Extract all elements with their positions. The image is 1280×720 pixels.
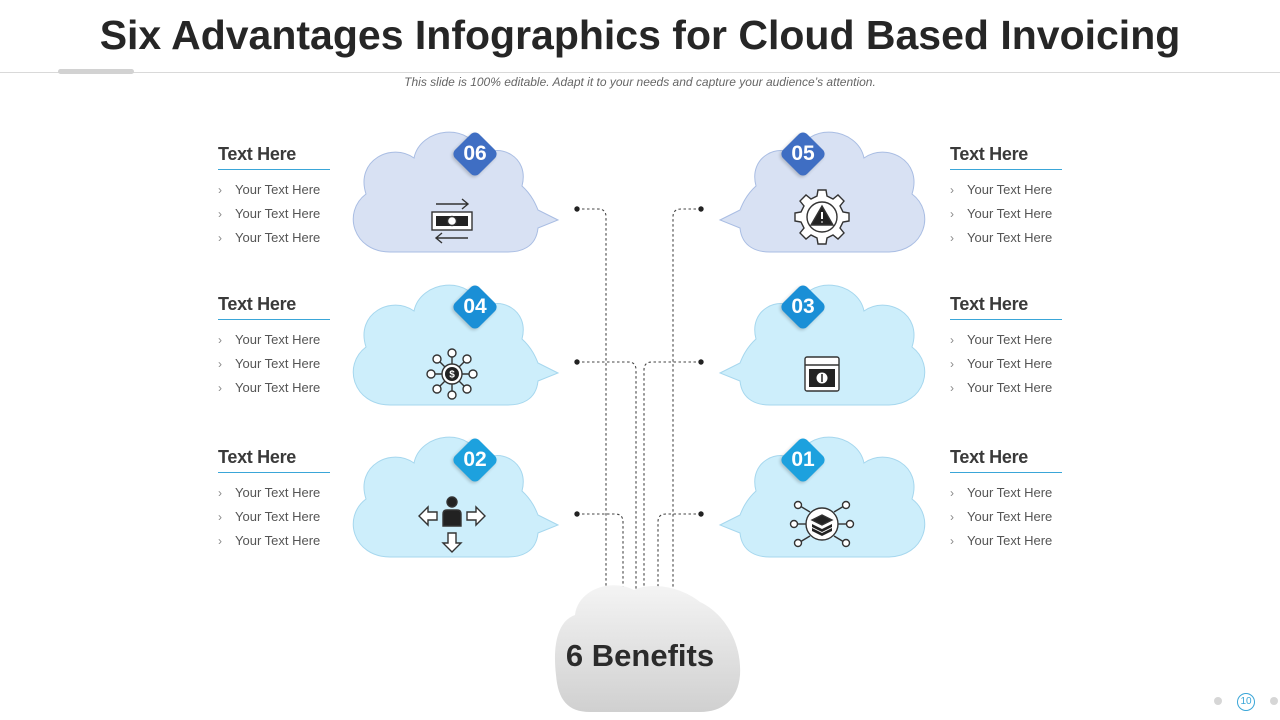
bullet-list: Your Text Here Your Text Here Your Text … bbox=[218, 178, 358, 250]
person-arrows-icon bbox=[418, 496, 486, 553]
badge-05: 05 bbox=[778, 129, 828, 179]
bullet-item: Your Text Here bbox=[950, 505, 1090, 529]
center-benefits-label: 6 Benefits bbox=[565, 638, 715, 673]
center-cloud bbox=[554, 585, 741, 712]
bullet-item: Your Text Here bbox=[218, 178, 358, 202]
connector-02 bbox=[577, 513, 624, 590]
page-number: 10 bbox=[1237, 693, 1255, 711]
bullet-item: Your Text Here bbox=[218, 376, 358, 400]
badge-06: 06 bbox=[450, 129, 500, 179]
gear-warning-icon bbox=[794, 189, 850, 245]
bullet-list: Your Text Here Your Text Here Your Text … bbox=[218, 481, 358, 553]
bullet-item: Your Text Here bbox=[950, 481, 1090, 505]
bullet-list: Your Text Here Your Text Here Your Text … bbox=[950, 481, 1090, 553]
bullet-item: Your Text Here bbox=[218, 226, 358, 250]
bullet-item: Your Text Here bbox=[218, 202, 358, 226]
badge-03: 03 bbox=[778, 282, 828, 332]
slide-subtitle: This slide is 100% editable. Adapt it to… bbox=[404, 75, 876, 89]
bullet-item: Your Text Here bbox=[950, 376, 1090, 400]
card-heading: Text Here bbox=[218, 447, 330, 473]
bullet-item: Your Text Here bbox=[950, 202, 1090, 226]
bullet-item: Your Text Here bbox=[218, 529, 358, 553]
connector-dots bbox=[574, 206, 704, 517]
svg-text:$: $ bbox=[449, 370, 455, 381]
bullet-item: Your Text Here bbox=[218, 352, 358, 376]
bullet-item: Your Text Here bbox=[950, 352, 1090, 376]
wallet-icon bbox=[804, 356, 840, 392]
bullet-item: Your Text Here bbox=[950, 328, 1090, 352]
badge-04: 04 bbox=[450, 282, 500, 332]
bullet-item: Your Text Here bbox=[218, 481, 358, 505]
connector-03 bbox=[643, 361, 701, 590]
prev-page-dot[interactable] bbox=[1214, 697, 1222, 705]
card-heading: Text Here bbox=[950, 294, 1062, 320]
bullet-item: Your Text Here bbox=[218, 328, 358, 352]
card-01: Text Here Your Text Here Your Text Here … bbox=[950, 447, 1090, 553]
bullet-item: Your Text Here bbox=[950, 178, 1090, 202]
next-page-dot[interactable] bbox=[1270, 697, 1278, 705]
card-heading: Text Here bbox=[218, 144, 330, 170]
badge-01: 01 bbox=[778, 435, 828, 485]
card-05: Text Here Your Text Here Your Text Here … bbox=[950, 144, 1090, 250]
card-04: Text Here Your Text Here Your Text Here … bbox=[218, 294, 358, 400]
card-heading: Text Here bbox=[950, 447, 1062, 473]
title-divider bbox=[0, 72, 1280, 73]
slide-title: Six Advantages Infographics for Cloud Ba… bbox=[99, 12, 1181, 58]
connector-lines bbox=[577, 208, 701, 590]
card-heading: Text Here bbox=[218, 294, 330, 320]
connector-06 bbox=[577, 208, 607, 590]
card-heading: Text Here bbox=[950, 144, 1062, 170]
bullet-item: Your Text Here bbox=[950, 529, 1090, 553]
bullet-item: Your Text Here bbox=[950, 226, 1090, 250]
dollar-network-icon: $ bbox=[426, 348, 478, 400]
connector-05 bbox=[672, 208, 701, 590]
layers-network-icon bbox=[789, 500, 855, 548]
connector-04 bbox=[577, 361, 637, 590]
card-02: Text Here Your Text Here Your Text Here … bbox=[218, 447, 358, 553]
connector-01 bbox=[657, 513, 701, 590]
card-03: Text Here Your Text Here Your Text Here … bbox=[950, 294, 1090, 400]
bullet-list: Your Text Here Your Text Here Your Text … bbox=[950, 328, 1090, 400]
money-exchange-icon bbox=[431, 198, 473, 244]
title-accent-bar bbox=[58, 69, 134, 74]
bullet-list: Your Text Here Your Text Here Your Text … bbox=[950, 178, 1090, 250]
bullet-list: Your Text Here Your Text Here Your Text … bbox=[218, 328, 358, 400]
card-06: Text Here Your Text Here Your Text Here … bbox=[218, 144, 358, 250]
bullet-item: Your Text Here bbox=[218, 505, 358, 529]
badge-02: 02 bbox=[450, 435, 500, 485]
